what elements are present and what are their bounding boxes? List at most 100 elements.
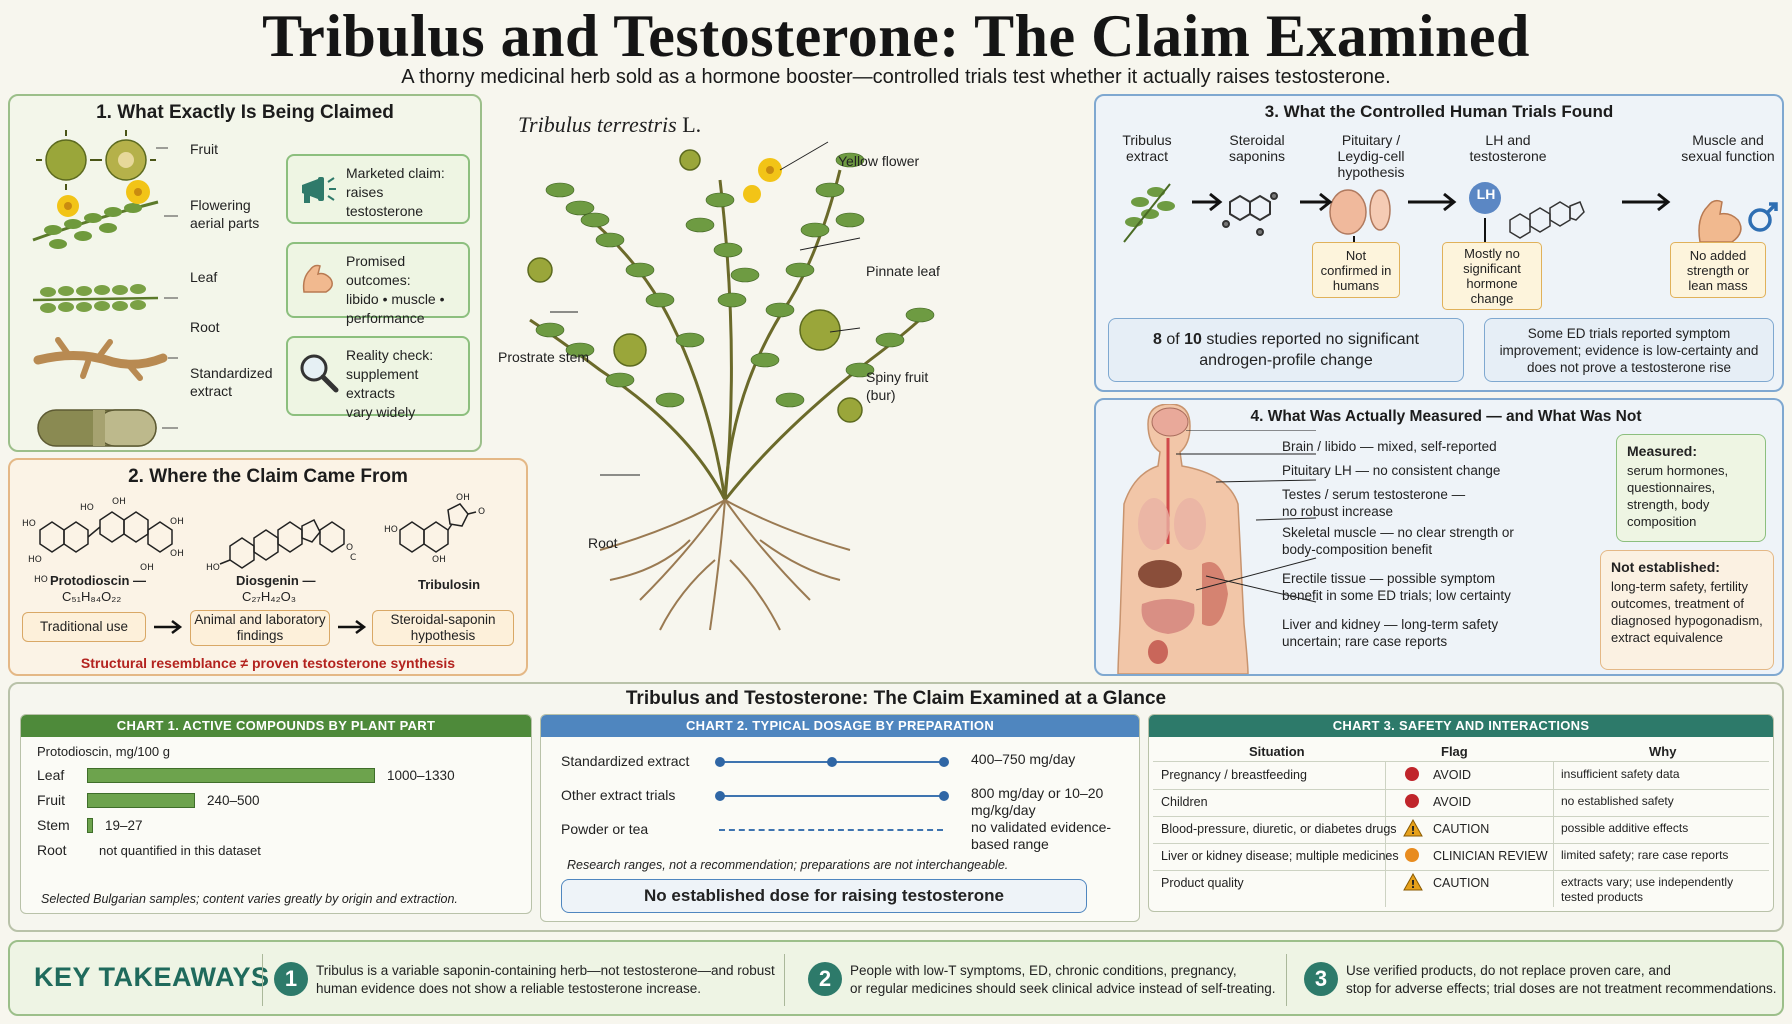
organ-pituitary: Pituitary LH — no consistent change	[1282, 463, 1501, 478]
svg-text:OH: OH	[432, 555, 446, 565]
safety-flag: AVOID	[1433, 795, 1471, 809]
trial-step-saponins: Steroidal saponins	[1228, 132, 1286, 164]
plant-label-root: Root	[588, 535, 618, 551]
human-body-illustration	[1117, 404, 1249, 674]
muscle-male-icon	[1698, 199, 1778, 243]
takeaway-number: 1	[274, 962, 308, 996]
safety-reason: extracts vary; use independently tested …	[1561, 875, 1734, 904]
svg-text:HO: HO	[80, 503, 94, 513]
dosage-range-dot	[827, 757, 837, 767]
safety-flag: CAUTION	[1433, 822, 1490, 836]
trial-step-muscle: Muscle and sexual function	[1681, 132, 1775, 164]
dosage-range-line	[719, 829, 943, 831]
tribulus-plant-illustration	[527, 141, 935, 631]
card-line: libido • muscle •	[346, 291, 445, 307]
page-subtitle: A thorny medicinal herb sold as a hormon…	[401, 66, 1391, 88]
card-line: supplement extracts	[346, 366, 419, 401]
svg-text:HO: HO	[206, 563, 220, 573]
svg-text:OH: OH	[170, 517, 184, 527]
flowering-branch-icon	[32, 180, 159, 249]
origin-step-hypothesis: Steroidal-saponin hypothesis	[372, 610, 514, 646]
plant-label-fruit: Spiny fruit (bur)	[866, 369, 929, 403]
bar-value-label: 1000–1330	[387, 768, 455, 783]
measured-box: Measured: serum hormones, questionnaires…	[1616, 434, 1766, 542]
bar-category-label: Leaf	[37, 767, 65, 783]
summary-ed-trials: Some ED trials reported symptom improvem…	[1484, 318, 1774, 382]
chart-compounds: CHART 1. ACTIVE COMPOUNDS BY PLANT PART …	[20, 714, 532, 914]
warning-triangle-icon: !	[1403, 873, 1423, 891]
measured-text: serum hormones, questionnaires, strength…	[1627, 463, 1729, 529]
measured-title: Measured:	[1627, 443, 1698, 459]
trial-flow-graphics	[1123, 182, 1778, 258]
chart-ylabel: Protodioscin, mg/100 g	[37, 744, 170, 759]
magnifier-icon	[300, 354, 339, 393]
svg-text:O: O	[346, 543, 353, 553]
chart-title: CHART 1. ACTIVE COMPOUNDS BY PLANT PART	[21, 715, 531, 737]
chart-note: Research ranges, not a recommendation; p…	[567, 858, 1009, 872]
section-claims: 1. What Exactly Is Being Claimed	[8, 94, 482, 452]
finding-no-strength: No added strength or lean mass	[1670, 242, 1766, 298]
svg-text:!: !	[1410, 824, 1415, 837]
bar-value-label: not quantified in this dataset	[99, 843, 261, 858]
leaf-icon	[32, 284, 159, 313]
table-header-why: Why	[1649, 744, 1677, 759]
dosage-category-label: Other extract trials	[561, 787, 676, 803]
safety-flag: CAUTION	[1433, 876, 1490, 890]
safety-reason: possible additive effects	[1561, 821, 1689, 835]
trial-step-extract: Tribulus extract	[1122, 132, 1172, 164]
svg-text:!: !	[1410, 878, 1415, 891]
bar	[87, 818, 93, 833]
bar	[87, 793, 195, 808]
section-measured: 4. What Was Actually Measured — and What…	[1094, 398, 1784, 676]
not-established-box: Not established: long-term safety, ferti…	[1600, 550, 1774, 670]
takeaway-number: 2	[808, 962, 842, 996]
root-icon	[33, 337, 168, 381]
table-row-divider	[1153, 843, 1769, 844]
bar-value-label: 240–500	[207, 793, 260, 808]
part-label-aerial: Flowering aerial parts	[190, 197, 260, 231]
plant-label-stem: Prostrate stem	[498, 349, 590, 365]
compound-name: Tribulosin	[418, 577, 481, 592]
bar-value-label: 19–27	[105, 818, 143, 833]
dosage-value-label: 400–750 mg/day	[971, 751, 1076, 767]
section-origins: 2. Where the Claim Came From HO HO HO O	[8, 458, 528, 676]
testosterone-molecule-icon	[1509, 201, 1585, 239]
organ-erectile: Erectile tissue — possible symptom benef…	[1282, 571, 1511, 603]
arrow-icon	[154, 620, 183, 634]
organ-brain: Brain / libido — mixed, self-reported	[1282, 439, 1497, 454]
organ-liver-kidney: Liver and kidney — long-term safety unce…	[1282, 617, 1499, 649]
svg-text:HO: HO	[22, 519, 36, 529]
summary-study-count: 8 of 10 studies reported no significant …	[1108, 318, 1464, 382]
table-row-divider	[1153, 870, 1769, 871]
section-title: 4. What Was Actually Measured — and What…	[1250, 408, 1642, 425]
compound-formula: C₂₇H₄₂O₃	[242, 589, 297, 604]
compound-name: Diosgenin —	[236, 573, 316, 588]
leaf-icon	[1123, 183, 1175, 243]
megaphone-icon	[302, 177, 336, 203]
svg-text:OH: OH	[112, 497, 126, 507]
bar	[87, 768, 375, 783]
dosage-value-label: no validated evidence-based range	[971, 819, 1112, 852]
card-line: Promised outcomes:	[346, 253, 411, 288]
takeaway-text: Tribulus is a variable saponin-containin…	[316, 963, 775, 996]
section-trials: 3. What the Controlled Human Trials Foun…	[1094, 94, 1784, 392]
section-takeaways: KEY TAKEAWAYS 1 Tribulus is a variable s…	[8, 940, 1784, 1016]
testes-icon	[1329, 189, 1391, 235]
organ-testes: Testes / serum testosterone — no robust …	[1282, 487, 1466, 519]
trial-step-lh: LH and testosterone	[1469, 132, 1547, 164]
trial-step-pituitary: Pituitary / Leydig-cell hypothesis	[1337, 132, 1405, 180]
not-established-text: long-term safety, fertility outcomes, tr…	[1611, 579, 1763, 645]
dosage-range-dot	[939, 791, 949, 801]
table-row-divider	[1153, 816, 1769, 817]
plant-label-flower: Yellow flower	[838, 153, 920, 169]
section-title: 2. Where the Claim Came From	[128, 466, 408, 487]
takeaways-title: KEY TAKEAWAYS	[34, 962, 270, 992]
origin-step-traditional: Traditional use	[22, 612, 146, 642]
origin-warning: Structural resemblance ≠ proven testoste…	[80, 655, 456, 671]
card-line: performance	[346, 310, 425, 326]
dosage-value-label: 800 mg/day or 10–20 mg/kg/day	[971, 785, 1104, 818]
finding-not-confirmed: Not confirmed in humans	[1312, 242, 1400, 298]
compound-name: Protodioscin —	[50, 573, 147, 588]
svg-text:HO: HO	[34, 575, 48, 585]
